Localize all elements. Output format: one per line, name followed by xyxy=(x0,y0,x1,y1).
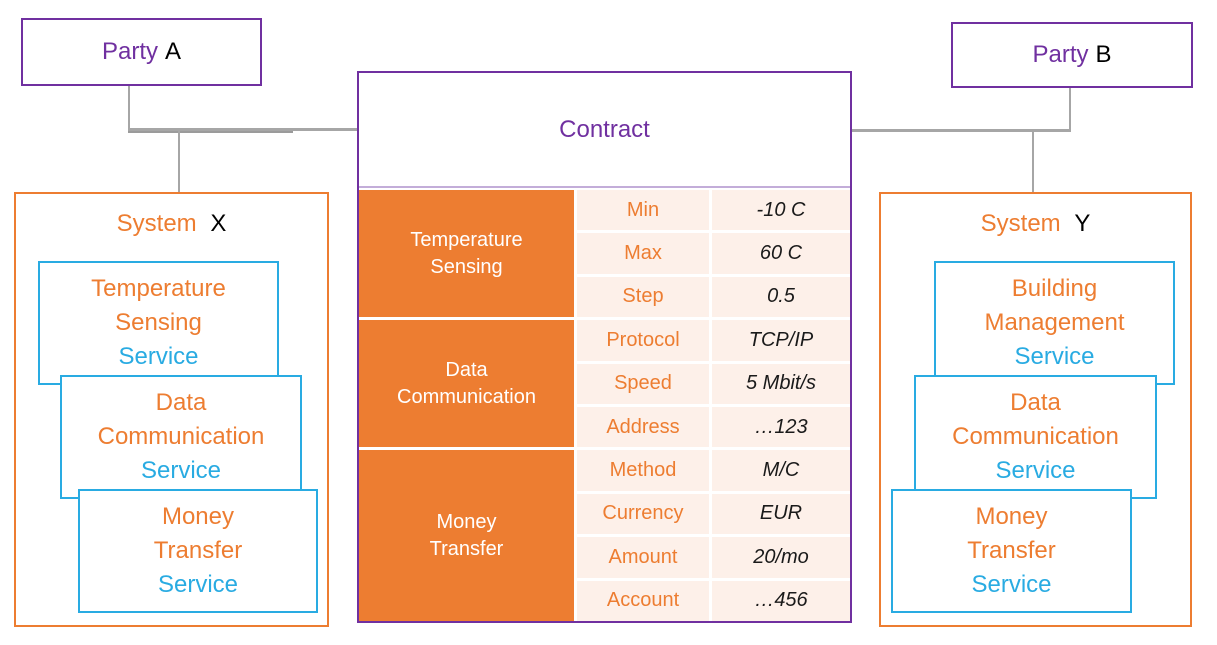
contract-param-speed: Speed xyxy=(577,363,709,404)
system-x-id: X xyxy=(210,210,227,237)
contract-value-protocol: TCP/IP xyxy=(712,320,850,361)
contract-param-min: Min xyxy=(577,190,709,231)
connector-to-system-x xyxy=(178,130,180,192)
party-a-id: A xyxy=(165,38,182,65)
section-label-line: Transfer xyxy=(429,537,504,560)
contract-param-address: Address xyxy=(577,407,709,448)
contract-section-money-transfer: Money Transfer xyxy=(359,450,574,621)
contract-section-data-communication: Data Communication xyxy=(359,320,574,448)
service-name-line: Money xyxy=(161,503,235,530)
system-y-label: System xyxy=(980,210,1061,237)
system-y-id: Y xyxy=(1074,210,1091,237)
contract-param-currency: Currency xyxy=(577,493,709,535)
contract-value-max: 60 C xyxy=(712,233,850,274)
contract-param-max: Max xyxy=(577,233,709,274)
service-name-line: Data xyxy=(155,389,207,416)
system-x-data-communication-service: Data Communication Service xyxy=(60,375,302,499)
service-name-line: Building xyxy=(1011,275,1098,302)
section-label-line: Data xyxy=(445,358,488,381)
contract-value-min: -10 C xyxy=(712,190,850,231)
connector-left-overlap xyxy=(128,131,293,133)
section-label-line: Money xyxy=(436,510,497,533)
service-type-label: Service xyxy=(140,457,222,484)
connector-party-b-to-contract xyxy=(851,129,1071,132)
system-y-title: System Y xyxy=(881,194,1190,238)
service-type-label: Service xyxy=(1014,343,1095,370)
contract-param-amount: Amount xyxy=(577,537,709,578)
contract-param-method: Method xyxy=(577,450,709,491)
party-a-label: Party xyxy=(101,38,158,65)
service-name-line: Money xyxy=(975,503,1048,530)
system-x-box: System X Temperature Sensing Service Dat… xyxy=(14,192,329,627)
service-name-line: Sensing xyxy=(115,309,202,336)
service-type-label: Service xyxy=(995,457,1076,484)
service-name-line: Communication xyxy=(97,423,265,450)
party-a-box: Party A xyxy=(21,18,262,86)
system-y-money-transfer-service: Money Transfer Service xyxy=(891,489,1132,613)
contract-title: Contract xyxy=(359,73,850,188)
service-name-line: Transfer xyxy=(967,537,1056,564)
system-x-money-transfer-service: Money Transfer Service xyxy=(78,489,318,613)
service-type-label: Service xyxy=(118,343,199,370)
service-name-line: Temperature xyxy=(91,275,226,302)
connector-party-b-down xyxy=(1069,88,1071,131)
contract-value-method: M/C xyxy=(712,450,850,491)
service-type-label: Service xyxy=(157,571,239,598)
contract-value-amount: 20/mo xyxy=(712,537,850,578)
contract-section-temperature-sensing: Temperature Sensing xyxy=(359,190,574,318)
system-y-building-management-service: Building Management Service xyxy=(934,261,1175,385)
party-b-label: Party xyxy=(1032,41,1089,68)
service-name-line: Transfer xyxy=(153,537,243,564)
connector-party-a-down xyxy=(128,86,130,131)
party-b-id: B xyxy=(1095,41,1112,68)
contract-value-speed: 5 Mbit/s xyxy=(712,363,850,404)
section-label-line: Sensing xyxy=(430,255,503,278)
contract-box: Contract Temperature Sensing Data Commun… xyxy=(357,71,852,623)
system-y-data-communication-service: Data Communication Service xyxy=(914,375,1157,499)
service-type-label: Service xyxy=(971,571,1052,598)
contract-param-step: Step xyxy=(577,276,709,318)
system-x-label: System xyxy=(116,210,197,237)
system-x-title: System X xyxy=(16,194,327,238)
service-name-line: Communication xyxy=(952,423,1119,450)
party-b-box: Party B xyxy=(951,22,1193,88)
system-x-temperature-sensing-service: Temperature Sensing Service xyxy=(38,261,279,385)
contract-param-account: Account xyxy=(577,580,709,621)
connector-to-system-y xyxy=(1032,131,1034,192)
contract-value-step: 0.5 xyxy=(712,276,850,318)
connector-party-a-to-contract xyxy=(128,128,359,131)
service-name-line: Data xyxy=(1010,389,1061,416)
contract-value-currency: EUR xyxy=(712,493,850,535)
contract-table: Temperature Sensing Data Communication M… xyxy=(359,190,850,621)
contract-value-address: …123 xyxy=(712,407,850,448)
service-name-line: Management xyxy=(984,309,1125,336)
section-label-line: Temperature xyxy=(410,228,523,251)
system-y-box: System Y Building Management Service Dat… xyxy=(879,192,1192,627)
section-label-line: Communication xyxy=(397,385,536,408)
contract-value-account: …456 xyxy=(712,580,850,621)
contract-param-protocol: Protocol xyxy=(577,320,709,361)
